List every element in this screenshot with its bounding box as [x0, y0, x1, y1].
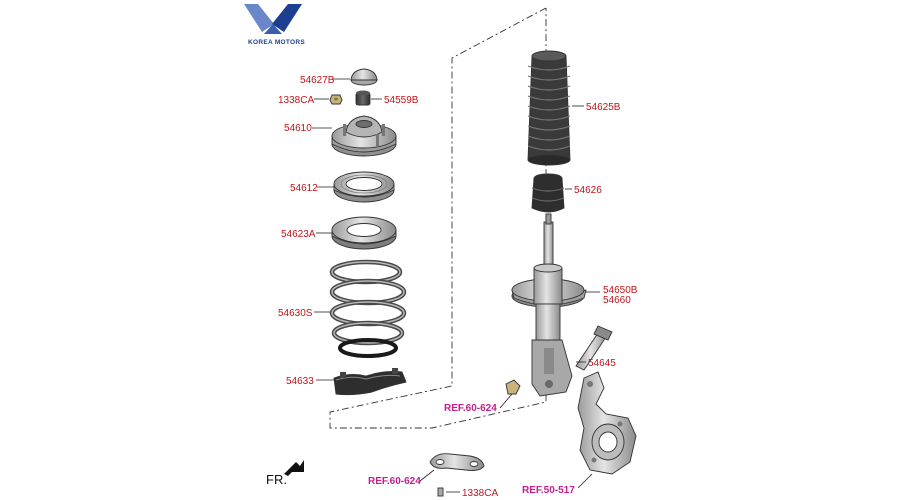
label-strut-bolt: 54645: [588, 358, 616, 369]
bracket-part: [429, 453, 485, 497]
label-top-cap: 54627B: [300, 75, 335, 86]
label-strut-mount: 54610: [284, 123, 312, 134]
front-direction-indicator: FR.: [266, 460, 304, 487]
leader-ref-knuckle: [577, 473, 593, 489]
dust-cover-part: [527, 50, 571, 166]
lower-spring-pad-part: [333, 368, 407, 396]
strut-mount-part: [331, 115, 397, 157]
label-bearing: 54612: [290, 183, 318, 194]
upper-spring-pad-part: [331, 216, 397, 250]
front-label: FR.: [266, 472, 287, 487]
front-arrow-icon: [284, 460, 304, 476]
label-upper-spring-pad: 54623A: [281, 229, 316, 240]
label-nut: 1338CA: [278, 95, 314, 106]
label-strut-assembly: 54650B: [603, 285, 638, 296]
strut-bolt-part: [575, 325, 613, 371]
logo-left-chevron: [244, 4, 274, 32]
ref-bracket: REF.60-624: [368, 476, 421, 487]
logo-center-chevron: [264, 24, 282, 34]
bump-stopper-part: [531, 173, 565, 213]
label-coil-spring: 54630S: [278, 308, 313, 319]
stabilizer-nut-part: [505, 379, 521, 395]
label-insulator-cap: 54559B: [384, 95, 419, 106]
ref-stabilizer-link: REF.60-624: [444, 403, 497, 414]
insulator-cap-part: [355, 90, 371, 106]
label-bottom-nut: 1338CA: [462, 488, 498, 499]
assembly-boundary: [329, 7, 547, 429]
steering-knuckle-part: [577, 371, 637, 475]
leader-ref-stabilizer: [499, 393, 513, 409]
ref-knuckle: REF.50-517: [522, 485, 575, 496]
nut-part: [329, 94, 343, 105]
leader-ref-bracket: [419, 469, 435, 482]
coil-spring-part: [329, 259, 407, 358]
label-bump-stopper: 54626: [574, 185, 602, 196]
label-dust-cover: 54625B: [586, 102, 621, 113]
strut-assembly-part: [511, 213, 587, 397]
bearing-part: [333, 171, 395, 203]
brand-name: KOREA MOTORS: [248, 39, 305, 46]
label-strut-assembly-alt: 54660: [603, 295, 631, 306]
brand-logo: KOREA MOTORS: [244, 4, 305, 46]
top-cap-part: [350, 68, 378, 86]
label-lower-spring-pad: 54633: [286, 376, 314, 387]
logo-right-chevron: [272, 4, 302, 32]
